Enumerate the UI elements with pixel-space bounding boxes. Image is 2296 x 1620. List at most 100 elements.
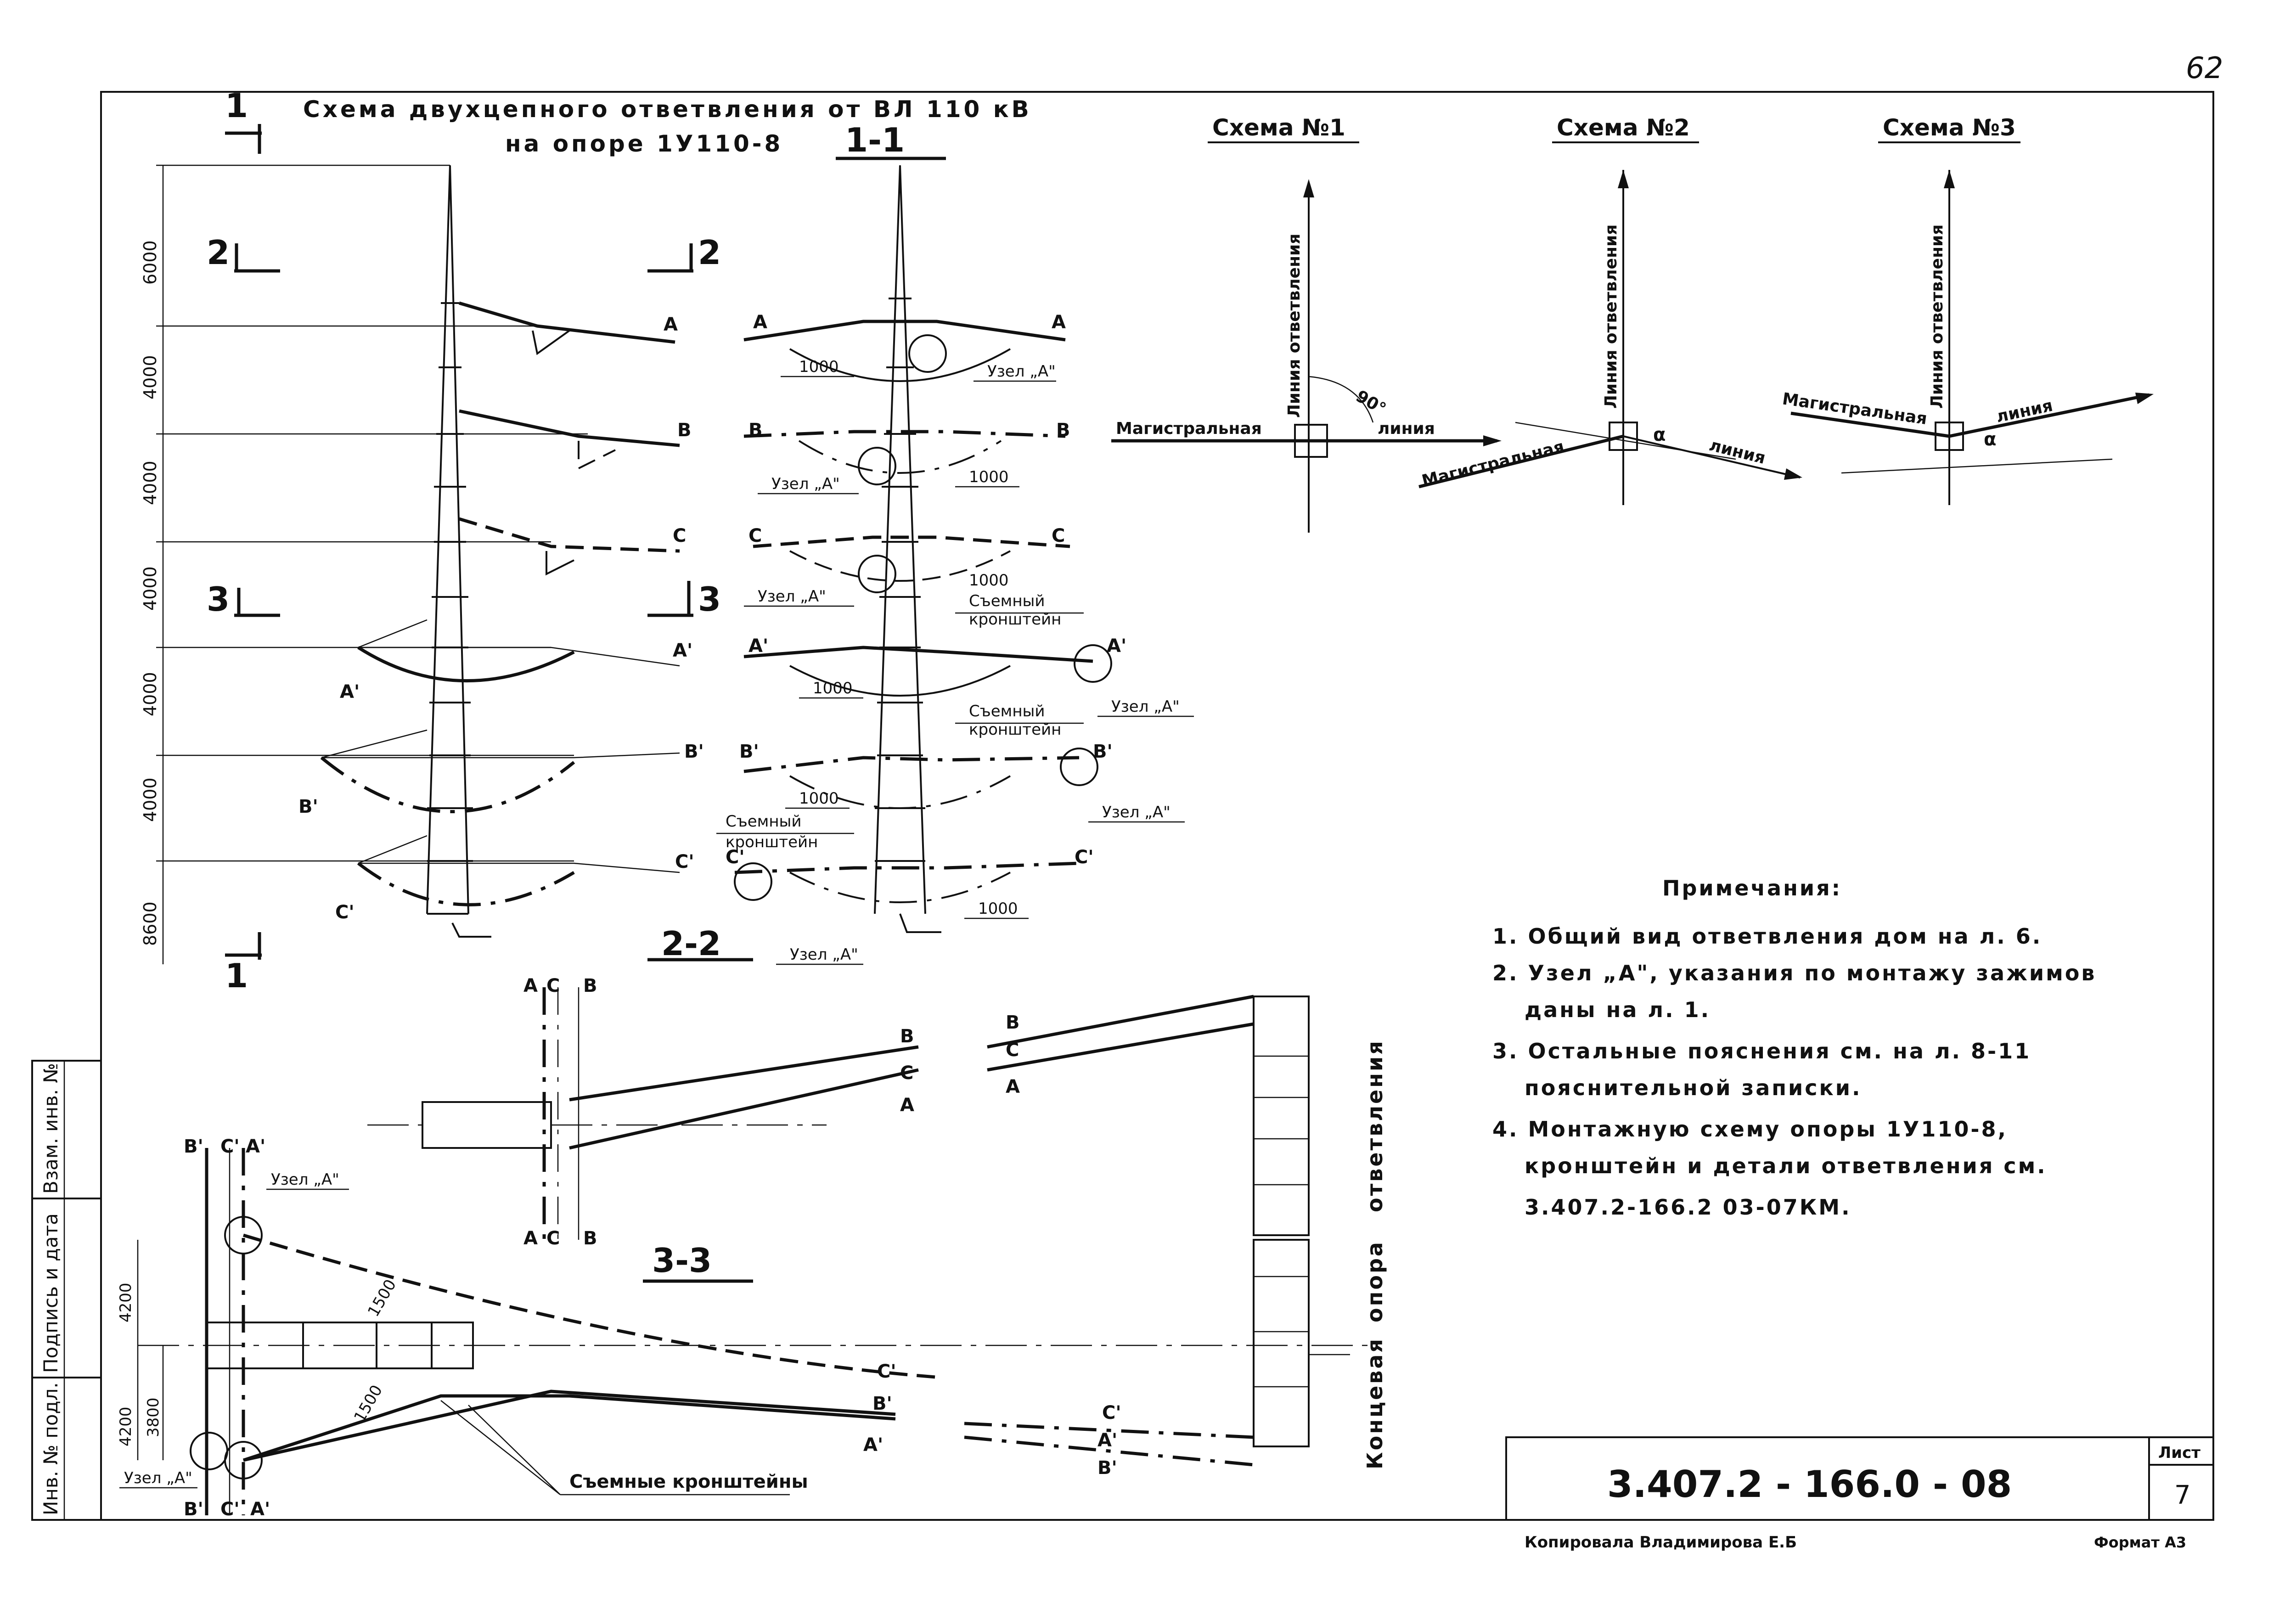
plan-node-a-top: Узел „А" <box>271 1170 339 1189</box>
node-a-label-2: Узел „А" <box>771 475 840 493</box>
node-a-label-4: Узел „А" <box>1111 698 1180 716</box>
bracket-label-1a: Съемный <box>969 592 1045 610</box>
scheme-1-main-label: Магистральная <box>1116 419 1262 438</box>
plan-A-right: А <box>1006 1076 1020 1097</box>
phase-C1-11-left: С' <box>726 847 745 868</box>
section-mark-3-left: 3 <box>207 580 230 619</box>
note-2a: 2. Узел „А", указания по монтажу зажимов <box>1492 961 2096 985</box>
phase-C1-22b: С' <box>335 902 355 923</box>
phase-C1-22: С' <box>675 851 694 872</box>
phase-A1-22b: А' <box>340 681 360 703</box>
plan-B-right: В <box>1006 1012 1020 1033</box>
tower-1-1 <box>874 165 941 933</box>
view-2-2: 1 1 2 2 3 3 6000 4000 4000 <box>140 86 753 995</box>
node-a-label-5: Узел „А" <box>1102 803 1171 821</box>
node-a-label-6: Узел „А" <box>790 945 858 964</box>
dim-6000: 6000 <box>140 240 160 285</box>
scheme-2-alpha: α <box>1653 424 1666 445</box>
plan-A1-bot: А' <box>250 1499 270 1520</box>
dim-1000-f: 1000 <box>978 900 1018 918</box>
plan-B1-bot: В' <box>184 1499 203 1520</box>
scheme-1-angle: 90° <box>1353 387 1389 419</box>
notes-block: Примечания: 1. Общий вид ответвления дом… <box>1492 876 2096 1220</box>
scheme-2-main-label: Магистральная <box>1420 437 1566 491</box>
plan-B-mid: В <box>900 1026 914 1047</box>
scheme-2: Схема №2 Магистральная линия α Линия отв… <box>1418 114 1802 505</box>
dim-1000-b: 1000 <box>969 468 1009 486</box>
phase-B1-11-left: В' <box>739 741 759 762</box>
dim-4000-b: 4000 <box>140 461 160 505</box>
plan-A1-right: А' <box>1097 1430 1117 1451</box>
dim-4000-c: 4000 <box>140 566 160 611</box>
plan-C1-bot: С' <box>220 1499 240 1520</box>
scheme-2-title: Схема №2 <box>1557 114 1690 141</box>
scheme-1-line-label: линия <box>1378 419 1435 438</box>
document-code: 3.407.2 - 166.0 - 08 <box>1607 1463 2012 1506</box>
plan-A-mid: А <box>900 1095 914 1116</box>
phase-B-11-right: В <box>1056 420 1070 441</box>
scheme-1: Схема №1 Магистральная линия Линия ответ… <box>1111 114 1502 533</box>
copied-by: Копировала Владимирова Е.Б <box>1525 1533 1797 1552</box>
note-3b: пояснительной записки. <box>1525 1075 1862 1100</box>
page-number: 62 <box>2186 51 2223 85</box>
scheme-2-branch-label: Линия ответвления <box>1602 225 1621 409</box>
phase-C-11-left: С <box>748 525 762 546</box>
plan-C1-top: С' <box>220 1136 240 1157</box>
section-mark-1-top: 1 <box>225 86 248 125</box>
drawing-title-line2: на опоре 1У110-8 <box>505 130 783 157</box>
plan-B1-top: В' <box>184 1136 203 1157</box>
node-a-label-1: Узел „А" <box>987 362 1056 381</box>
scheme-1-title: Схема №1 <box>1212 114 1345 141</box>
plan-B-bot: В <box>583 1228 597 1249</box>
view-title-3-3: 3-3 <box>652 1241 712 1280</box>
plan-C-mid: С <box>900 1063 913 1084</box>
phase-B-11-left: В <box>748 420 763 441</box>
dim-1000-e: 1000 <box>799 789 839 808</box>
bracket-label-3b: кронштейн <box>726 833 818 851</box>
plan-B-top: В <box>583 975 597 996</box>
phase-B1-22: В' <box>684 741 704 762</box>
bracket-label-3a: Съемный <box>726 812 802 831</box>
note-1: 1. Общий вид ответвления дом на л. 6. <box>1492 924 2042 949</box>
node-a-label-3: Узел „А" <box>758 587 826 606</box>
dim-8600: 8600 <box>140 901 160 946</box>
bracket-label-2a: Съемный <box>969 702 1045 720</box>
phase-A-11-left: А <box>753 312 767 333</box>
sheet-number: 7 <box>2174 1480 2191 1510</box>
plan-A1-mid: А' <box>863 1434 883 1456</box>
plan-B1-right: В' <box>1097 1457 1117 1479</box>
plan-B1-mid: В' <box>872 1393 892 1414</box>
notes-heading: Примечания: <box>1662 876 1842 900</box>
plan-dim-4200-a: 4200 <box>117 1282 135 1322</box>
tower-2-2 <box>426 165 491 938</box>
scheme-3-alpha: α <box>1984 429 1996 450</box>
removable-brackets-label: Съемные кронштейны <box>569 1471 808 1492</box>
end-pole-label-1: Концевая <box>1362 1337 1387 1469</box>
phase-B1-11-right: В' <box>1093 741 1113 762</box>
phase-C1-11-right: С' <box>1075 847 1094 868</box>
stamp-cell-1: Инв. № подл. <box>39 1382 62 1515</box>
scheme-3: Схема №3 Магистральная линия α Линия отв… <box>1781 114 2154 505</box>
dim-1000-d: 1000 <box>813 679 853 698</box>
section-mark-2-right: 2 <box>698 233 721 272</box>
note-2b: даны на л. 1. <box>1525 997 1711 1022</box>
title-block: 3.407.2 - 166.0 - 08 Лист 7 Копировала В… <box>1505 1436 2214 1552</box>
note-4a: 4. Монтажную схему опоры 1У110-8, <box>1492 1117 2008 1142</box>
drawing-title-line1: Схема двухцепного ответвления от ВЛ 110 … <box>303 96 1032 123</box>
sheet-frame <box>100 91 2214 1521</box>
dim-1000-c: 1000 <box>969 571 1009 590</box>
plan-A-bot: А <box>523 1228 538 1249</box>
plan-A-top: А <box>523 975 538 996</box>
plan-C-right: С <box>1006 1040 1019 1061</box>
phase-A-11-right: А <box>1052 312 1066 333</box>
dim-4000-a: 4000 <box>140 355 160 399</box>
plan-C-bot: С <box>546 1228 560 1249</box>
phase-B-22: В <box>677 420 692 441</box>
plan-dim-4200-b: 4200 <box>117 1406 135 1446</box>
note-3a: 3. Остальные пояснения см. на л. 8-11 <box>1492 1039 2031 1063</box>
phase-A-22: А <box>664 314 678 335</box>
dim-4000-e: 4000 <box>140 777 160 822</box>
scheme-3-branch-label: Линия ответвления <box>1928 225 1947 409</box>
phase-C-22: С <box>673 525 686 546</box>
